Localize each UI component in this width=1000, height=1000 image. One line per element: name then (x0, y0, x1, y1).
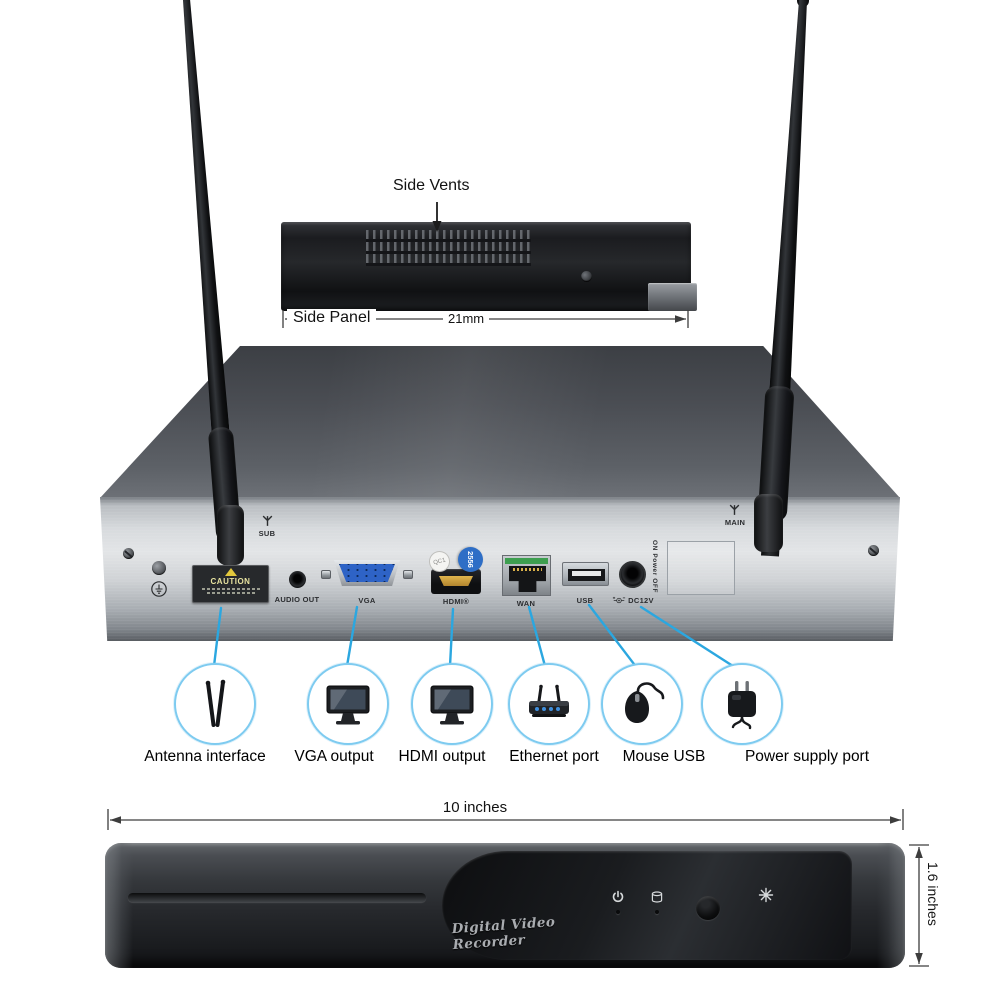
dc-label: DC12V (628, 596, 654, 605)
callout-label-antenna: Antenna interface (144, 748, 266, 765)
serial-sticker: 2556 (458, 547, 483, 572)
earth-ground-icon (151, 581, 167, 597)
callout-circle-ethernet (508, 663, 590, 745)
callout-circle-power (701, 663, 783, 745)
callout-label-vga: VGA output (294, 748, 374, 765)
height-dimension-label: 1.6 inches (925, 862, 941, 926)
vga-screw-post (403, 570, 413, 579)
power-switch-plate (667, 541, 735, 595)
callout-label-mouse: Mouse USB (622, 748, 706, 765)
main-antenna-label: MAIN (724, 518, 746, 527)
power-switch-label: ON Power OFF (651, 540, 658, 594)
led-star-icon (758, 887, 774, 903)
monitor-icon (430, 685, 474, 725)
panel-screw-left (123, 548, 134, 559)
side-panel-view (281, 222, 697, 311)
side-vents-label: Side Vents (393, 177, 470, 194)
mouse-icon (625, 682, 665, 723)
antenna-mount-sub (217, 505, 244, 565)
ir-receiver (696, 896, 720, 920)
callout-circle-mouse (601, 663, 683, 745)
antenna-rod (769, 0, 813, 392)
sub-antenna-label: SUB (258, 529, 276, 538)
callout-circle-antenna (174, 663, 256, 745)
vga-label: VGA (358, 596, 376, 605)
side-vents (366, 230, 531, 266)
usb-port (562, 562, 609, 586)
side-panel-screw (581, 271, 592, 282)
vga-port (321, 557, 413, 593)
usb-tongue (572, 571, 601, 576)
audio-out-jack (289, 571, 306, 588)
ground-screw (152, 561, 166, 575)
panel-screw-right (868, 545, 879, 556)
callout-circle-vga (307, 663, 389, 745)
vga-screw-post (321, 570, 331, 579)
power-adapter-icon (728, 681, 756, 730)
hdmi-label: HDMI® (442, 597, 470, 606)
hdd-indicator-icon (651, 891, 663, 903)
antenna-icon (205, 679, 226, 727)
side-panel-bracket (648, 283, 697, 311)
callout-circle-hdmi (411, 663, 493, 745)
front-gloss-panel (442, 851, 852, 960)
width-dimension-label: 10 inches (442, 799, 508, 816)
callout-label-hdmi: HDMI output (398, 748, 486, 765)
antenna-mount-main (754, 494, 783, 552)
dc-label-row: DC12V (604, 596, 662, 605)
ethernet-pins (513, 568, 542, 571)
dc-power-jack (619, 561, 646, 588)
led-hole (616, 910, 620, 914)
callout-label-ethernet: Ethernet port (509, 748, 599, 765)
ethernet-pcb-edge (505, 558, 548, 564)
caution-fine-print (201, 588, 260, 590)
hdmi-port (431, 569, 481, 594)
caution-fine-print (206, 592, 255, 594)
antenna-rod (177, 0, 230, 434)
audio-out-label: AUDIO OUT (274, 595, 320, 604)
usb-label: USB (576, 596, 594, 605)
polarity-icon (613, 596, 626, 604)
caution-sticker: CAUTION (192, 565, 269, 603)
callout-label-power: Power supply port (744, 748, 870, 765)
front-groove (128, 893, 426, 902)
antenna-symbol-icon (262, 515, 273, 526)
warning-triangle-icon (224, 568, 237, 576)
led-hole (655, 910, 659, 914)
hdmi-connector (439, 576, 473, 586)
monitor-icon (326, 685, 370, 725)
side-panel-label: Side Panel (287, 309, 377, 327)
router-icon (529, 684, 569, 717)
antenna-symbol-icon (729, 504, 740, 515)
ethernet-port (502, 555, 551, 596)
thickness-dimension-label: 21mm (443, 311, 490, 326)
wan-label: WAN (516, 599, 536, 608)
power-indicator-icon (612, 890, 624, 903)
caution-label: CAUTION (210, 577, 251, 586)
vga-connector-pins (339, 564, 395, 582)
vga-connector-shell (334, 560, 400, 586)
